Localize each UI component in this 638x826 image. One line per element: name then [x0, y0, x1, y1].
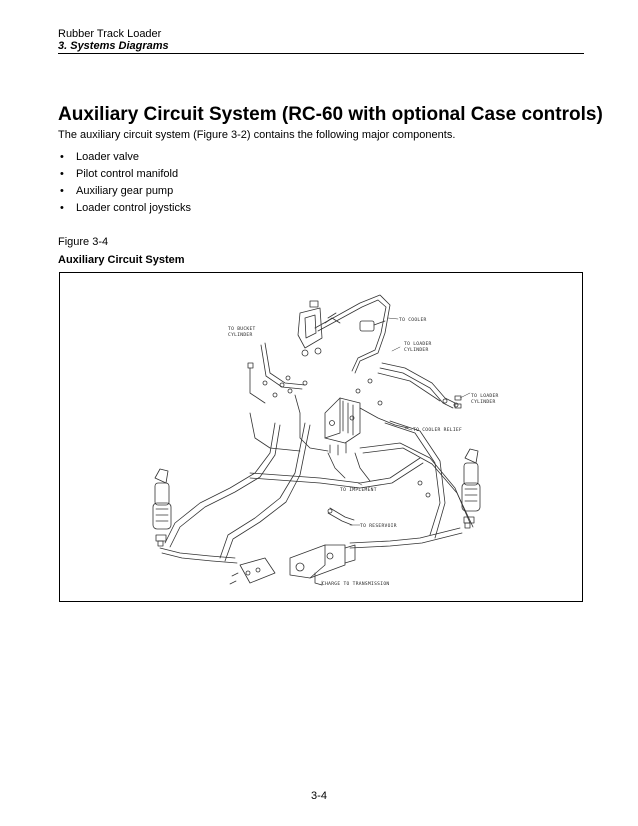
bullet-icon: •: [60, 185, 64, 197]
figure-frame: TO COOLER TO BUCKET CYLINDER TO LOADER C…: [59, 272, 583, 602]
label-to-cooler: TO COOLER: [399, 317, 427, 323]
label-to-loader-top-line2: CYLINDER: [404, 347, 429, 353]
list-item: • Auxiliary gear pump: [58, 185, 191, 202]
list-item-text: Loader valve: [76, 151, 139, 163]
label-to-loader-right-line1: TO LOADER: [471, 393, 499, 399]
label-to-loader-top-line1: TO LOADER: [404, 341, 432, 347]
label-to-loader-right-line2: CYLINDER: [471, 399, 496, 405]
bullet-icon: •: [60, 202, 64, 214]
hose-fittings: [157, 362, 471, 547]
figure-caption: Auxiliary Circuit System: [58, 254, 185, 266]
intro-paragraph: The auxiliary circuit system (Figure 3-2…: [58, 129, 456, 141]
label-to-bucket-line2: CYLINDER: [228, 332, 253, 338]
label-charge-to-transmission: CHARGE TO TRANSMISSION: [322, 581, 389, 587]
manifold-block-icon: [229, 557, 276, 585]
auxiliary-gear-pump-icon: [289, 544, 356, 579]
running-header-section: 3. Systems Diagrams: [58, 40, 169, 52]
header-rule: [58, 53, 584, 54]
figure-number: Figure 3-4: [58, 236, 109, 248]
right-joystick-icon: [461, 448, 481, 524]
label-to-bucket-line1: TO BUCKET: [228, 326, 256, 332]
list-item: • Loader control joysticks: [58, 202, 191, 219]
hydraulic-diagram: TO COOLER TO BUCKET CYLINDER TO LOADER C…: [152, 294, 499, 587]
cooler-fitting-icon: [359, 320, 386, 332]
list-item: • Loader valve: [58, 151, 191, 168]
bullet-icon: •: [60, 151, 64, 163]
pilot-control-manifold-icon: [297, 300, 341, 357]
list-item-text: Pilot control manifold: [76, 168, 179, 180]
label-to-implement: TO IMPLEMENT: [340, 487, 377, 493]
left-joystick-icon: [152, 468, 172, 542]
page-title: Auxiliary Circuit System (RC-60 with opt…: [58, 104, 603, 125]
page-number: 3-4: [311, 790, 327, 802]
list-item-text: Auxiliary gear pump: [76, 185, 174, 197]
hydraulic-hoses: [159, 294, 474, 586]
running-header-product: Rubber Track Loader: [58, 28, 162, 40]
bullet-icon: •: [60, 168, 64, 180]
list-item-text: Loader control joysticks: [76, 202, 191, 214]
loader-valve-icon: [324, 397, 361, 456]
diagram-labels: TO COOLER TO BUCKET CYLINDER TO LOADER C…: [228, 317, 499, 587]
label-leader-lines: [321, 317, 471, 586]
label-to-reservoir: TO RESERVOIR: [360, 523, 397, 529]
label-to-cooler-relief: TO COOLER RELIEF: [413, 427, 462, 433]
component-list: • Loader valve • Pilot control manifold • A…: [58, 151, 191, 219]
list-item: • Pilot control manifold: [58, 168, 191, 185]
